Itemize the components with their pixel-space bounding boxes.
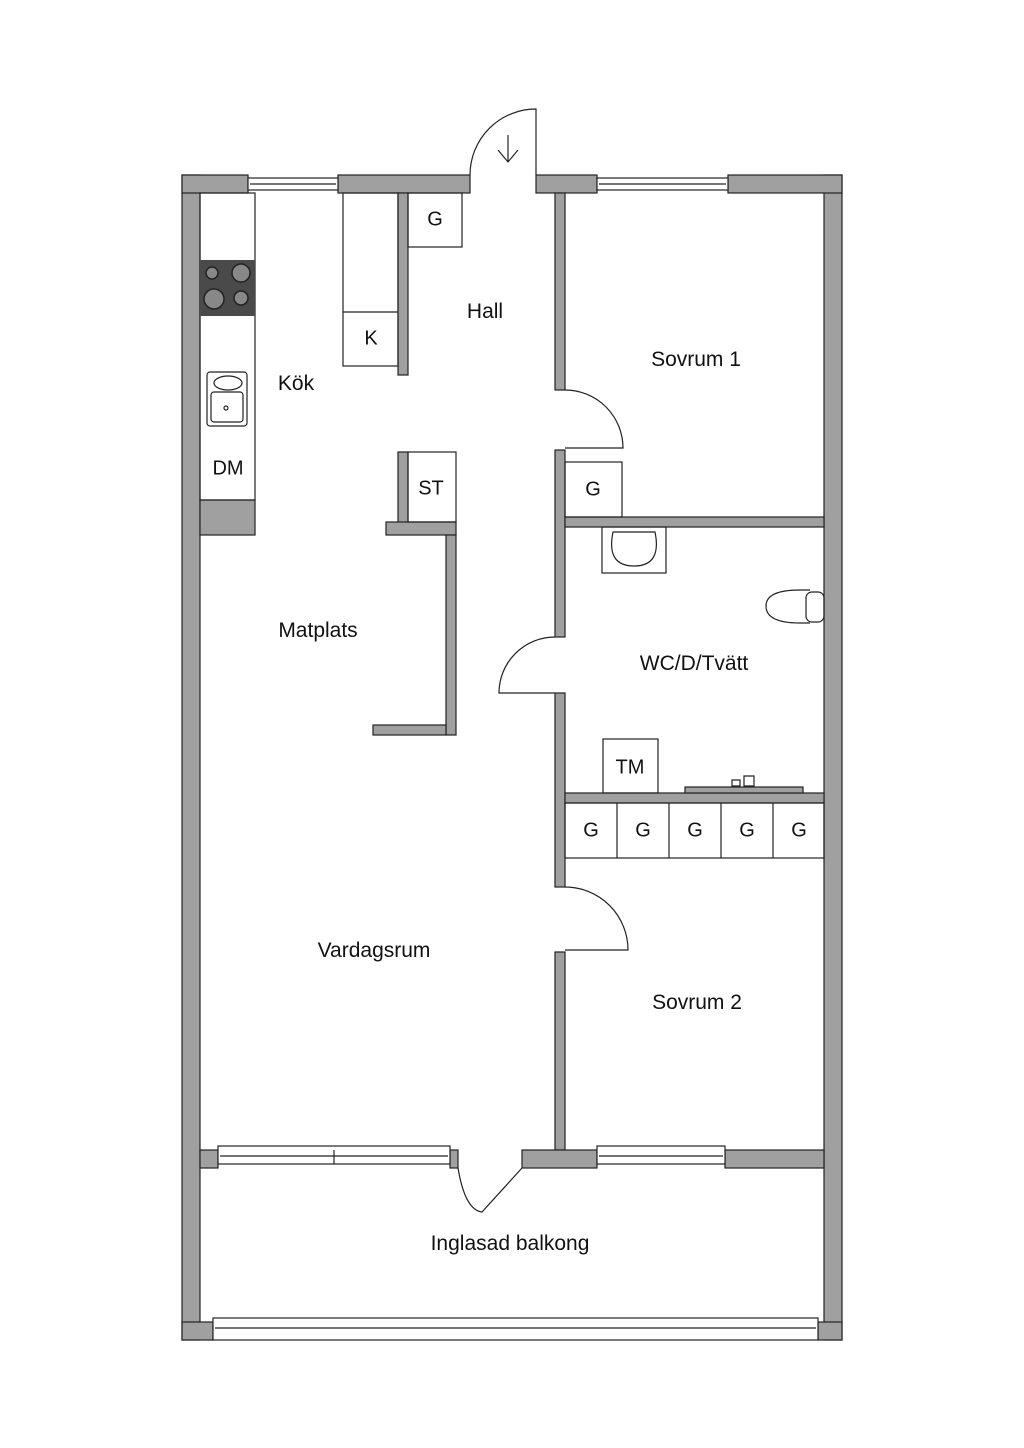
room-label-balkong: Inglasad balkong bbox=[430, 1232, 590, 1255]
storage-label: ST bbox=[418, 477, 444, 500]
windows bbox=[212, 177, 819, 1341]
room-label-hall: Hall bbox=[466, 300, 504, 323]
stove-icon bbox=[200, 260, 255, 316]
wardrobe-label: G bbox=[739, 819, 755, 842]
dishwasher-label: DM bbox=[212, 457, 244, 480]
room-label-vardagsrum: Vardagsrum bbox=[317, 939, 431, 962]
room-label-wc: WC/D/Tvätt bbox=[639, 652, 749, 675]
wardrobe-label: G bbox=[791, 819, 807, 842]
room-label-matplats: Matplats bbox=[278, 619, 358, 642]
dryer-label: TM bbox=[615, 756, 645, 779]
fridge-label: K bbox=[364, 327, 378, 350]
walls bbox=[181, 174, 843, 1341]
room-label-kok: Kök bbox=[277, 372, 315, 395]
room-label-sovrum2: Sovrum 2 bbox=[652, 991, 742, 1014]
wardrobe-label: G bbox=[585, 478, 601, 501]
wardrobe-label: G bbox=[687, 819, 703, 842]
wardrobe-label: G bbox=[635, 819, 651, 842]
wardrobe-label: G bbox=[583, 819, 599, 842]
room-label-sovrum1: Sovrum 1 bbox=[651, 348, 741, 371]
wardrobe-label: G bbox=[427, 208, 443, 231]
fixtures-lines bbox=[199, 108, 825, 1213]
